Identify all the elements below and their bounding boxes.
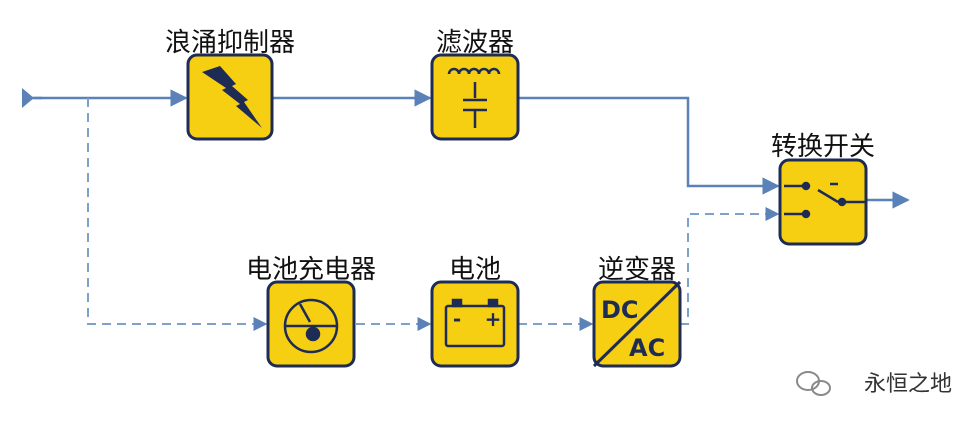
transfer-switch-box	[778, 158, 868, 246]
lightning-icon	[202, 66, 262, 128]
battery-charger-box	[266, 280, 356, 368]
wechat-logo-icon	[796, 371, 831, 396]
inverter-ac-label: AC	[629, 334, 665, 362]
watermark-text: 永恒之地	[863, 372, 952, 397]
watermark: 永恒之地	[864, 366, 952, 398]
label-inverter: 逆变器	[597, 255, 677, 285]
label-surge-suppressor: 浪涌抑制器	[164, 28, 296, 58]
surge-suppressor-box	[186, 53, 274, 141]
line-to-switch-a	[518, 96, 780, 195]
switch-icon	[784, 181, 866, 219]
label-transfer-switch: 转换开关	[770, 132, 876, 162]
battery-icon	[444, 298, 506, 348]
label-battery: 电池	[448, 255, 502, 285]
battery-box: - +	[430, 280, 520, 368]
gauge-icon	[283, 298, 339, 354]
input-arrow	[22, 88, 34, 108]
label-filter: 滤波器	[435, 28, 515, 58]
inverter-diagonal	[592, 280, 682, 368]
battery-neg-sign: -	[453, 307, 461, 331]
line-to-charger	[87, 98, 268, 331]
filter-icon	[447, 67, 501, 128]
battery-pos-sign: +	[485, 307, 502, 331]
inverter-box: DC AC	[592, 280, 682, 368]
inverter-dc-label: DC	[601, 296, 639, 324]
backup-power-path	[87, 98, 780, 331]
label-battery-charger: 电池充电器	[245, 255, 377, 285]
line-to-switch-b	[680, 207, 780, 325]
filter-box	[430, 53, 520, 141]
main-power-path	[22, 88, 910, 209]
